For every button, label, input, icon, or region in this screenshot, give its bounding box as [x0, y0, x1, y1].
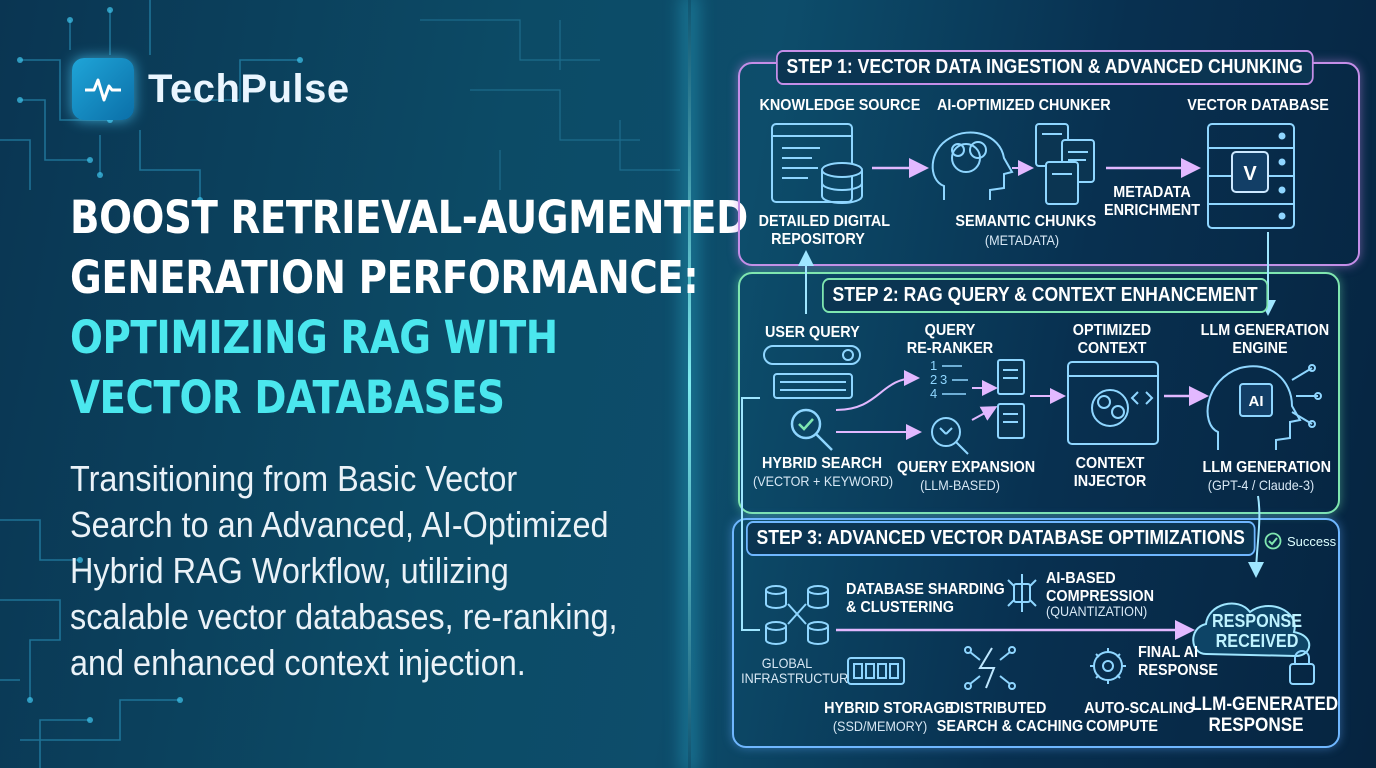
repository-line-1: DETAILED DIGITAL: [758, 213, 891, 230]
reranker-line-2: RE-RANKER: [906, 339, 994, 357]
rank-1-label: 1: [930, 358, 937, 373]
step1-title: STEP 1: VECTOR DATA INGESTION & ADVANCED…: [776, 50, 1314, 85]
distributed-line-1: DISTRIBUTED: [949, 700, 1047, 717]
query-expansion-label: QUERY EXPANSION: [897, 459, 1036, 476]
expansion-icon: [931, 417, 969, 455]
db-badge: V: [1243, 163, 1257, 185]
repository-label: DETAILED DIGITAL REPOSITORY: [759, 213, 890, 249]
headline-line-3: OPTIMIZING RAG WITH: [70, 310, 558, 364]
brain-head-icon: [931, 131, 1014, 200]
rank-2-label: 2: [930, 372, 937, 387]
llm-response-line-2: RESPONSE: [1208, 715, 1304, 737]
rank-4-label: 4: [930, 386, 937, 401]
ai-badge: AI: [1249, 393, 1264, 410]
llm-generation-label: LLM GENERATION: [1202, 459, 1332, 476]
injector-line-1: CONTEXT: [1075, 455, 1145, 472]
brand: TechPulse: [72, 58, 350, 120]
compression-line-1: AI-BASED: [1046, 570, 1116, 587]
metadata-enrichment-label: METADATA ENRICHMENT: [1103, 184, 1200, 220]
subtitle: Transitioning from Basic Vector Search t…: [70, 458, 618, 684]
llm-response-line-1: LLM-GENERATED: [1191, 694, 1339, 715]
check-circle-icon: [1264, 532, 1282, 550]
sharding-icon: [765, 585, 829, 645]
context-injector-label: CONTEXT INJECTOR: [1069, 455, 1152, 491]
ai-head-icon: [1206, 364, 1322, 450]
step3-title: STEP 3: ADVANCED VECTOR DATABASE OPTIMIZ…: [746, 521, 1256, 556]
metadata-label: (METADATA): [984, 232, 1060, 248]
quantization-label: (QUANTIZATION): [1046, 603, 1148, 619]
response-line-2: RECEIVED: [1215, 630, 1299, 651]
success-label: Success: [1287, 533, 1337, 549]
optimized-line-1: OPTIMIZED: [1072, 322, 1152, 339]
enrichment-line-1: METADATA: [1113, 184, 1191, 201]
step2-panel: [738, 272, 1340, 514]
llm-engine-line-1: LLM GENERATION: [1200, 322, 1330, 339]
storage-icon: [847, 657, 905, 685]
knowledge-source-icon: [771, 123, 863, 204]
hybrid-search-icon: [790, 408, 833, 451]
autoscale-label: AUTO-SCALING COMPUTE: [1084, 700, 1194, 736]
global-line-1: GLOBAL: [761, 655, 813, 671]
sharding-line-2: & CLUSTERING: [846, 598, 954, 616]
storage-label: HYBRID STORAGE: [824, 700, 955, 717]
response-received-label: RESPONSE RECEIVED: [1204, 611, 1310, 652]
llm-models-label: (GPT-4 / Claude-3): [1207, 477, 1315, 493]
reranker-icon: 1 2 3 4: [930, 358, 947, 401]
compression-label: AI-BASED COMPRESSION: [1046, 570, 1155, 606]
knowledge-source-label: KNOWLEDGE SOURCE: [759, 97, 921, 114]
final-line-2: RESPONSE: [1138, 661, 1219, 679]
final-response-label: FINAL AI RESPONSE: [1138, 644, 1218, 680]
optimized-line-2: CONTEXT: [1077, 339, 1147, 357]
injector-line-2: INJECTOR: [1073, 472, 1147, 490]
step3-panel: [732, 518, 1340, 748]
cloud-icon: [1192, 602, 1311, 658]
semantic-chunks-label: SEMANTIC CHUNKS: [955, 213, 1097, 230]
llm-response-label: LLM-GENERATED RESPONSE: [1191, 694, 1338, 737]
brand-name: TechPulse: [148, 66, 350, 111]
optimized-context-label: OPTIMIZED CONTEXT: [1065, 322, 1159, 358]
rank-3-label: 3: [940, 372, 947, 387]
hybrid-search-sub: (VECTOR + KEYWORD): [753, 473, 894, 489]
vector-database-icon: [1207, 123, 1295, 229]
gear-icon: [1090, 648, 1126, 684]
chunker-label: AI-OPTIMIZED CHUNKER: [937, 97, 1111, 114]
global-line-2: INFRASTRUCTUR: [741, 670, 849, 687]
step2-title: STEP 2: RAG QUERY & CONTEXT ENHANCEMENT: [822, 278, 1269, 313]
vector-db-label: VECTOR DATABASE: [1187, 97, 1329, 114]
document-icons: [997, 359, 1025, 439]
compression-line-2: COMPRESSION: [1046, 587, 1155, 605]
global-infra-label: GLOBAL INFRASTRUCTUR: [741, 655, 848, 687]
response-line-1: RESPONSE: [1211, 611, 1303, 631]
reranker-label: QUERY RE-RANKER: [905, 322, 995, 358]
distributed-icon: [964, 646, 1016, 690]
llm-engine-line-2: ENGINE: [1232, 339, 1288, 357]
hybrid-search-label: HYBRID SEARCH: [762, 455, 883, 472]
distributed-line-2: SEARCH & CACHING: [936, 717, 1084, 735]
llm-engine-label: LLM GENERATION ENGINE: [1201, 322, 1330, 358]
autoscale-line-2: COMPUTE: [1086, 717, 1158, 735]
reranker-line-1: QUERY: [924, 322, 976, 339]
repository-line-2: REPOSITORY: [771, 230, 865, 248]
sharding-line-1: DATABASE SHARDING: [846, 581, 1005, 598]
lock-icon: [1289, 650, 1315, 685]
autoscale-line-1: AUTO-SCALING: [1084, 700, 1195, 717]
compression-icon: [1007, 574, 1037, 612]
divider-glow: [688, 0, 691, 768]
context-injector-icon: [1067, 361, 1159, 445]
enrichment-line-2: ENRICHMENT: [1103, 201, 1200, 219]
success-indicator: Success: [1264, 532, 1336, 550]
user-query-label: USER QUERY: [765, 324, 860, 341]
storage-sub: (SSD/MEMORY): [832, 718, 928, 734]
distributed-label: DISTRIBUTED SEARCH & CACHING: [937, 700, 1083, 736]
query-expansion-sub: (LLM-BASED): [920, 477, 1000, 493]
sharding-label: DATABASE SHARDING & CLUSTERING: [846, 581, 1005, 617]
search-bar-icon: [763, 345, 861, 399]
document-stack-icon: [1035, 123, 1095, 205]
pulse-chip-icon: [72, 58, 134, 120]
headline-line-4: VECTOR DATABASES: [70, 370, 505, 424]
final-line-1: FINAL AI: [1138, 644, 1199, 661]
